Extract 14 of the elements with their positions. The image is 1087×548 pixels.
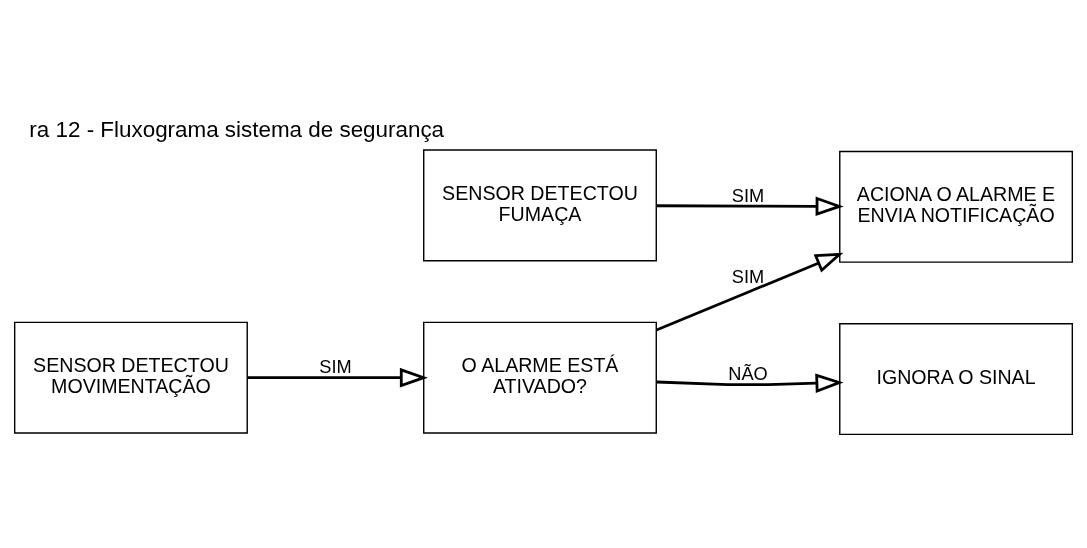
node-box: SENSOR DETECTOU FUMAÇA <box>423 149 657 262</box>
edge-label: SIM <box>731 266 765 287</box>
node-box: IGNORA O SINAL <box>839 323 1073 436</box>
arrow <box>247 367 428 388</box>
node-box: O ALARME ESTÁ ATIVADO? <box>423 321 657 434</box>
arrow <box>656 373 844 394</box>
arrow <box>655 252 844 332</box>
edge-label: NÃO <box>728 363 768 384</box>
node-box: SENSOR DETECTOU MOVIMENTAÇÃO <box>14 321 248 434</box>
edge-label: SIM <box>731 185 765 206</box>
arrow <box>656 196 844 217</box>
diagram-title: ra 12 - Fluxograma sistema de segurança <box>29 117 445 143</box>
edge-label: SIM <box>319 356 352 377</box>
node-box: ACIONA O ALARME E ENVIA NOTIFICAÇÃO <box>839 150 1073 263</box>
